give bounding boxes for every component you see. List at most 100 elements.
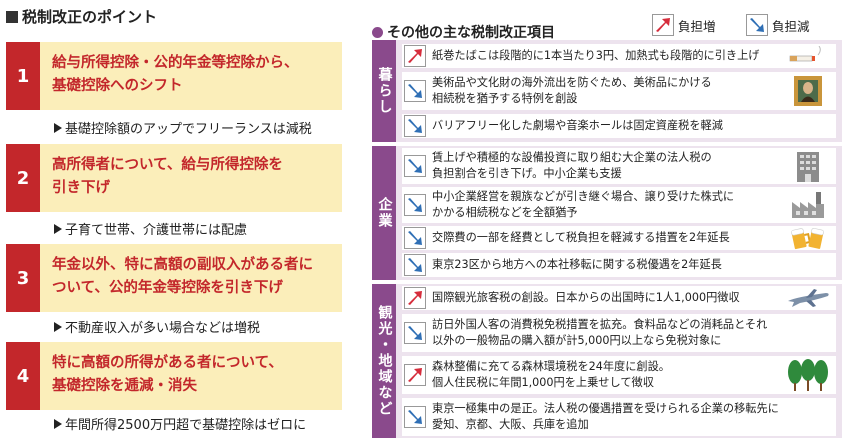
item-row: 賃上げや積極的な設備投資に取り組む大企業の法人税の負担割合を引き下げ。中小企業も… <box>402 148 836 184</box>
cigarette-icon <box>784 39 832 73</box>
point-number: 3 <box>6 244 40 312</box>
point-line: 特に高額の所得がある者について、 <box>52 355 283 371</box>
point-note-4: 年間所得2500万円超で基礎控除はゼロに <box>54 414 306 433</box>
item-text: 賃上げや積極的な設備投資に取り組む大企業の法人税の負担割合を引き下げ。中小企業も… <box>432 150 778 182</box>
item-text: 訪日外国人客の消費税免税措置を拡充。食料品などの消耗品とそれ以外の一般物品の購入… <box>432 317 828 349</box>
item-text: 東京23区から地方への本社移転に関する税優遇を2年延長 <box>432 257 778 273</box>
item-line: 以外の一般物品の購入額が計5,000円以上なら免税対象に <box>432 334 722 347</box>
left-title-text: 税制改正のポイント <box>22 8 158 26</box>
point-line: 引き下げ <box>52 180 110 196</box>
point-line: 年金以外、特に高額の副収入がある者に <box>52 257 313 273</box>
painting-icon <box>784 74 832 108</box>
item-row: 東京23区から地方への本社移転に関する税優遇を2年延長 <box>402 253 836 277</box>
square-bullet-icon <box>6 11 18 23</box>
item-line: バリアフリー化した劇場や音楽ホールは固定資産税を軽減 <box>432 119 723 132</box>
point-number: 4 <box>6 342 40 410</box>
item-row: バリアフリー化した劇場や音楽ホールは固定資産税を軽減 <box>402 114 836 138</box>
point-number: 2 <box>6 144 40 212</box>
point-line: 基礎控除へのシフト <box>52 78 183 94</box>
item-text: バリアフリー化した劇場や音楽ホールは固定資産税を軽減 <box>432 118 778 134</box>
note-text: 子育て世帯、介護世帯には配慮 <box>65 223 248 238</box>
item-row: 中小企業経営を親族などが引き継ぐ場合、譲り受けた株式にかかる相続税などを全額猶予 <box>402 187 836 223</box>
point-card-2: 2 高所得者について、給与所得控除を引き下げ <box>6 144 342 212</box>
item-line: 負担割合を引き下げ。中小企業も支援 <box>432 167 622 180</box>
item-row: 訪日外国人客の消費税免税措置を拡充。食料品などの消耗品とそれ以外の一般物品の購入… <box>402 314 836 352</box>
building-icon <box>784 149 832 183</box>
triangle-bullet-icon <box>54 224 62 234</box>
item-row: 東京一極集中の是正。法人税の優遇措置を受けられる企業の移転先に愛知、京都、大阪、… <box>402 398 836 436</box>
category-panel-kurashi: 暮らし 紙巻たばこは段階的に1本当たり3円、加熱式も段階的に引き上げ 美術品や文… <box>372 40 842 142</box>
right-title-text: その他の主な税制改正項目 <box>387 25 555 41</box>
point-card-3: 3 年金以外、特に高額の副収入がある者について、公的年金等控除を引き下げ <box>6 244 342 312</box>
point-line: 基礎控除を逓減・消失 <box>52 378 197 394</box>
item-line: 賃上げや積極的な設備投資に取り組む大企業の法人税の <box>432 151 712 164</box>
arrow-up-icon <box>404 364 426 386</box>
category-label: 企業 <box>372 146 396 280</box>
item-line: 国際観光旅客税の創設。日本からの出国時に1人1,000円徴収 <box>432 291 740 304</box>
point-note-1: 基礎控除額のアップでフリーランスは減税 <box>54 118 312 137</box>
category-label-text: 観光・地域など <box>376 305 393 417</box>
point-text: 給与所得控除・公的年金等控除から、基礎控除へのシフト <box>52 52 336 98</box>
item-line: 美術品や文化財の海外流出を防ぐため、美術品にかける <box>432 76 712 89</box>
arrow-down-icon <box>404 406 426 428</box>
arrow-down-icon <box>746 14 768 36</box>
category-panel-kigyo: 企業 賃上げや積極的な設備投資に取り組む大企業の法人税の負担割合を引き下げ。中小… <box>372 146 842 280</box>
item-text: 国際観光旅客税の創設。日本からの出国時に1人1,000円徴収 <box>432 290 778 306</box>
point-line: 高所得者について、給与所得控除を <box>52 157 283 173</box>
item-line: 愛知、京都、大阪、兵庫を追加 <box>432 418 589 431</box>
point-note-3: 不動産収入が多い場合などは増税 <box>54 317 260 336</box>
point-text: 年金以外、特に高額の副収入がある者について、公的年金等控除を引き下げ <box>52 254 336 300</box>
point-card-1: 1 給与所得控除・公的年金等控除から、基礎控除へのシフト <box>6 42 342 110</box>
point-text: 特に高額の所得がある者について、基礎控除を逓減・消失 <box>52 352 336 398</box>
item-line: 個人住民税に年間1,000円を上乗せして徴収 <box>432 376 654 389</box>
point-card-4: 4 特に高額の所得がある者について、基礎控除を逓減・消失 <box>6 342 342 410</box>
arrow-down-icon <box>404 194 426 216</box>
triangle-bullet-icon <box>54 322 62 332</box>
category-label: 暮らし <box>372 40 396 142</box>
legend-label: 負担減 <box>772 18 810 34</box>
item-text: 中小企業経営を親族などが引き継ぐ場合、譲り受けた株式にかかる相続税などを全額猶予 <box>432 189 778 221</box>
left-section-title: 税制改正のポイント <box>6 6 157 27</box>
arrow-down-icon <box>404 115 426 137</box>
item-line: 東京23区から地方への本社移転に関する税優遇を2年延長 <box>432 258 722 271</box>
item-text: 交際費の一部を経費として税負担を軽減する措置を2年延長 <box>432 230 778 246</box>
note-text: 基礎控除額のアップでフリーランスは減税 <box>65 122 312 137</box>
item-row: 美術品や文化財の海外流出を防ぐため、美術品にかける相続税を猶予する特例を創設 <box>402 72 836 110</box>
item-row: 紙巻たばこは段階的に1本当たり3円、加熱式も段階的に引き上げ <box>402 44 836 68</box>
item-line: 相続税を猶予する特例を創設 <box>432 92 578 105</box>
item-line: 中小企業経営を親族などが引き継ぐ場合、譲り受けた株式に <box>432 190 735 203</box>
arrow-up-icon <box>404 45 426 67</box>
item-row: 交際費の一部を経費として税負担を軽減する措置を2年延長 <box>402 226 836 250</box>
point-note-2: 子育て世帯、介護世帯には配慮 <box>54 219 247 238</box>
arrow-down-icon <box>404 155 426 177</box>
triangle-bullet-icon <box>54 123 62 133</box>
item-text: 美術品や文化財の海外流出を防ぐため、美術品にかける相続税を猶予する特例を創設 <box>432 75 778 107</box>
right-section-title: その他の主な税制改正項目 <box>372 22 555 42</box>
category-label: 観光・地域など <box>372 284 396 438</box>
point-text: 高所得者について、給与所得控除を引き下げ <box>52 154 336 200</box>
trees-icon <box>784 358 832 392</box>
point-line: ついて、公的年金等控除を引き下げ <box>52 280 283 296</box>
arrow-down-icon <box>404 254 426 276</box>
legend-decrease: 負担減 <box>746 14 810 36</box>
item-line: かかる相続税などを全額猶予 <box>432 206 578 219</box>
item-text: 東京一極集中の是正。法人税の優遇措置を受けられる企業の移転先に愛知、京都、大阪、… <box>432 401 828 433</box>
item-line: 交際費の一部を経費として税負担を軽減する措置を2年延長 <box>432 231 730 244</box>
arrow-down-icon <box>404 80 426 102</box>
item-row: 森林整備に充てる森林環境税を24年度に創設。個人住民税に年間1,000円を上乗せ… <box>402 356 836 394</box>
legend-increase: 負担増 <box>652 14 716 36</box>
note-text: 不動産収入が多い場合などは増税 <box>65 321 261 336</box>
triangle-bullet-icon <box>54 419 62 429</box>
item-text: 森林整備に充てる森林環境税を24年度に創設。個人住民税に年間1,000円を上乗せ… <box>432 359 778 391</box>
circle-bullet-icon <box>372 27 383 38</box>
airplane-icon <box>784 281 832 315</box>
category-label-text: 企業 <box>376 197 393 229</box>
item-line: 訪日外国人客の消費税免税措置を拡充。食料品などの消耗品とそれ <box>432 318 768 331</box>
arrow-down-icon <box>404 322 426 344</box>
item-line: 東京一極集中の是正。法人税の優遇措置を受けられる企業の移転先に <box>432 402 779 415</box>
beer-icon <box>784 221 832 255</box>
item-row: 国際観光旅客税の創設。日本からの出国時に1人1,000円徴収 <box>402 286 836 310</box>
point-line: 給与所得控除・公的年金等控除から、 <box>52 55 299 71</box>
factory-icon <box>784 188 832 222</box>
item-line: 紙巻たばこは段階的に1本当たり3円、加熱式も段階的に引き上げ <box>432 49 760 62</box>
